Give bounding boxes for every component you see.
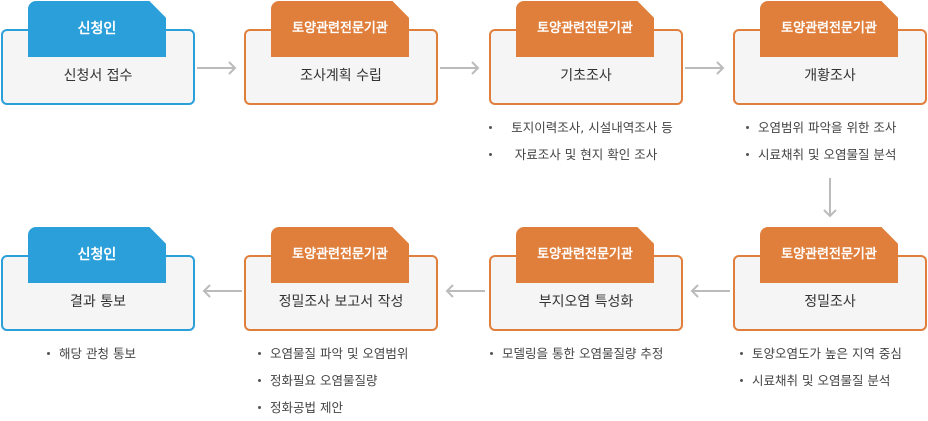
note-item-continuation: 자료조사 및 현지 확인 조사: [489, 141, 683, 168]
note-item: 해당 관청 통보: [47, 340, 136, 367]
step-label: 조사계획 수립: [300, 68, 382, 84]
arrow-right-icon: [440, 61, 480, 75]
step-result-notice: 신청인 결과 통보: [1, 227, 195, 332]
arrow-left-icon: [445, 284, 485, 298]
step-label: 정밀조사 보고서 작성: [278, 294, 404, 310]
step-actor-tab: 신청인: [28, 227, 166, 283]
step-actor-tab: 토양관련전문기관: [516, 1, 654, 57]
step-actor-tab: 토양관련전문기관: [760, 1, 898, 57]
step-label: 기초조사: [560, 68, 612, 84]
step-overview-survey: 토양관련전문기관 개황조사: [733, 1, 927, 106]
step-report-writing: 토양관련전문기관 정밀조사 보고서 작성: [244, 227, 438, 332]
result-notes: 해당 관청 통보: [47, 340, 136, 367]
basic-survey-notes: 토지이력조사, 시설내역조사 등 자료조사 및 현지 확인 조사: [489, 114, 683, 168]
overview-survey-notes: 오염범위 파악을 위한 조사 시료채취 및 오염물질 분석: [746, 114, 896, 168]
step-basic-survey: 토양관련전문기관 기초조사: [489, 1, 683, 106]
arrow-left-icon: [202, 284, 242, 298]
step-site-characterization: 토양관련전문기관 부지오염 특성화: [489, 227, 683, 332]
step-label: 정밀조사: [804, 294, 856, 310]
step-label: 결과 통보: [70, 294, 126, 310]
report-notes: 오염물질 파악 및 오염범위 정화필요 오염물질량 정화공법 제안: [258, 340, 408, 421]
arrow-left-icon: [690, 284, 730, 298]
step-actor-tab: 토양관련전문기관: [271, 227, 409, 283]
arrow-down-icon: [823, 178, 837, 218]
note-item: 모델링을 통한 오염물질량 추정: [490, 340, 663, 367]
step-label: 신청서 접수: [63, 68, 133, 84]
step-label: 개황조사: [804, 68, 856, 84]
step-application-receipt: 신청인 신청서 접수: [1, 1, 195, 106]
step-detailed-survey: 토양관련전문기관 정밀조사: [733, 227, 927, 332]
step-actor-tab: 신청인: [28, 1, 166, 57]
note-item: 정화필요 오염물질량: [258, 367, 408, 394]
step-actor-tab: 토양관련전문기관: [516, 227, 654, 283]
note-item: 토양오염도가 높은 지역 중심: [740, 340, 902, 367]
characterization-notes: 모델링을 통한 오염물질량 추정: [490, 340, 663, 367]
note-item: 토지이력조사, 시설내역조사 등: [489, 114, 683, 141]
step-label: 부지오염 특성화: [538, 294, 634, 310]
note-item: 정화공법 제안: [258, 394, 408, 421]
note-item: 오염범위 파악을 위한 조사: [746, 114, 896, 141]
step-actor-tab: 토양관련전문기관: [271, 1, 409, 57]
arrow-right-icon: [685, 61, 725, 75]
note-item: 시료채취 및 오염물질 분석: [746, 141, 896, 168]
step-survey-plan: 토양관련전문기관 조사계획 수립: [244, 1, 438, 106]
note-item-continuation: 시료채취 및 오염물질 분석: [740, 367, 902, 394]
note-item: 오염물질 파악 및 오염범위: [258, 340, 408, 367]
detailed-survey-notes: 토양오염도가 높은 지역 중심 시료채취 및 오염물질 분석: [740, 340, 902, 394]
arrow-right-icon: [197, 61, 237, 75]
step-actor-tab: 토양관련전문기관: [760, 227, 898, 283]
